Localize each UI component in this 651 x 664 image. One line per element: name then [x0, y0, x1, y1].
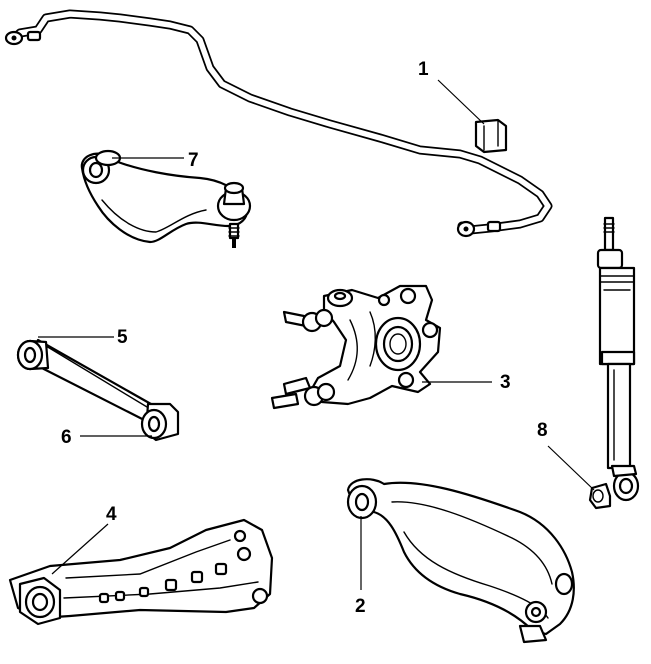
- leader-8: [547, 445, 595, 491]
- trailing-arm: [8, 518, 274, 626]
- callout-3: 3: [500, 372, 511, 393]
- leader-4: [51, 523, 109, 575]
- callout-6: 6: [61, 427, 72, 448]
- callout-2: 2: [355, 596, 366, 617]
- stabilizer-end-left: [4, 30, 42, 46]
- upper-control-arm: [80, 149, 252, 248]
- lateral-link: [16, 338, 180, 442]
- callout-4: 4: [106, 504, 117, 525]
- stabilizer-bushing: [474, 118, 508, 154]
- shock-absorber: [596, 216, 640, 502]
- lower-control-arm: [346, 478, 575, 644]
- callout-7: 7: [188, 150, 199, 171]
- callout-5: 5: [117, 327, 128, 348]
- stabilizer-bar: [4, 9, 553, 238]
- steering-knuckle: [270, 284, 442, 410]
- callout-1: 1: [418, 59, 429, 80]
- shock-bushing: [588, 482, 612, 510]
- callout-8: 8: [537, 420, 548, 441]
- stabilizer-end-right: [456, 220, 502, 238]
- leader-1: [437, 79, 485, 125]
